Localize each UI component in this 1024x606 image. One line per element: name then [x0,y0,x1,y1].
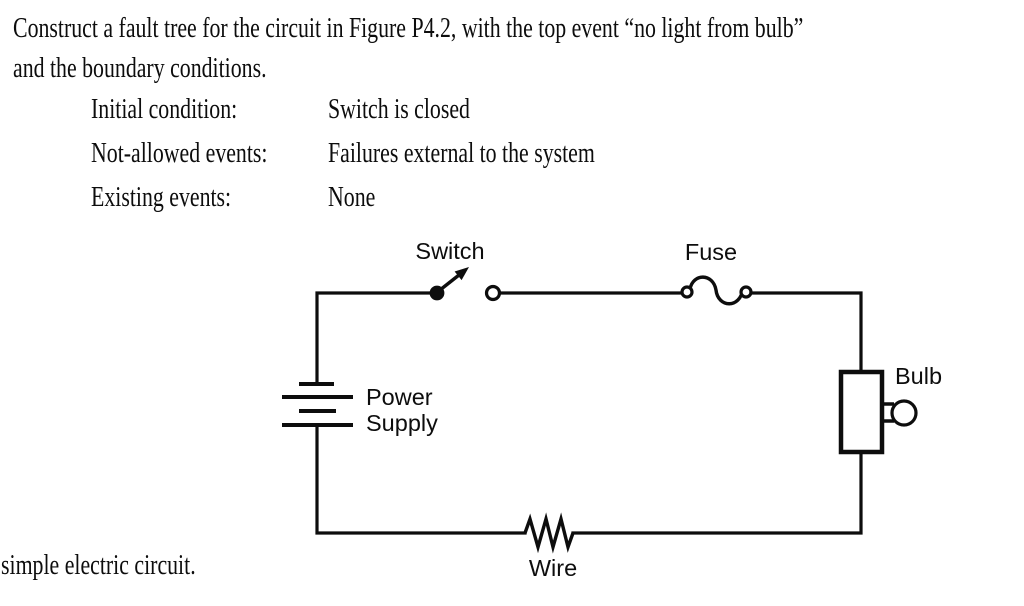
bulb-symbol [838,369,918,455]
bulb-neck [882,402,894,423]
figure-caption-fragment: simple electric circuit. [1,550,196,581]
fuse-terminal-left [680,285,694,299]
power-supply-label-line1: Power [366,384,433,410]
switch-open-terminal [484,284,502,302]
condition-value: Failures external to the system [328,138,595,169]
wire-top-right [749,291,863,374]
problem-statement-line1: Construct a fault tree for the circuit i… [13,13,804,44]
condition-row-existing: Existing events: None [91,182,891,216]
condition-value: Switch is closed [328,94,470,125]
switch-symbol [429,267,502,302]
condition-row-initial: Initial condition: Switch is closed [91,94,891,128]
condition-label: Existing events: [91,182,232,213]
problem-statement-line2: and the boundary conditions. [13,53,267,84]
fuse-element-curve [688,275,745,306]
condition-label: Initial condition: [91,94,238,125]
bulb-label: Bulb [895,363,942,389]
switch-arm [438,273,461,292]
wire-label: Wire [529,555,577,581]
fuse-label: Fuse [685,239,737,265]
fuse-symbol [680,275,753,306]
resistor-zigzag-symbol [523,512,575,554]
bulb-globe [890,399,918,427]
switch-arrowhead [454,267,469,281]
condition-label: Not-allowed events: [91,138,268,169]
power-supply-label-line2: Supply [366,410,438,436]
switch-label: Switch [415,238,484,264]
power-supply-symbol [282,382,353,427]
circuit-diagram: Switch Fuse Power Supply Bulb Wire [282,238,942,581]
bulb-body-rect [838,369,885,455]
condition-value: None [328,182,376,213]
wire-bottom-left [315,424,527,535]
wire-top-left [315,291,432,384]
wire-bottom-right [571,450,863,535]
condition-row-not-allowed: Not-allowed events: Failures external to… [91,138,891,172]
